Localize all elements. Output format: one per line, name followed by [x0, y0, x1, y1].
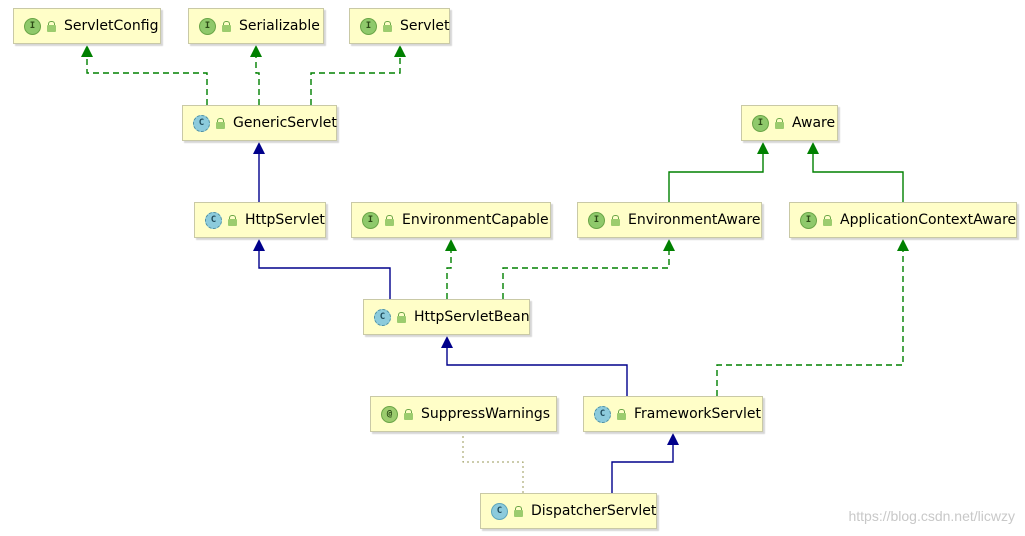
- node-http-servlet-bean[interactable]: C HttpServletBean: [363, 299, 530, 335]
- edge-line: [86, 45, 208, 105]
- abstract-class-icon: C: [594, 405, 611, 423]
- node-label: HttpServletBean: [414, 309, 530, 325]
- edge-line: [812, 142, 904, 202]
- node-framework-servlet[interactable]: C FrameworkServlet: [583, 396, 763, 432]
- lock-icon: [404, 408, 413, 420]
- node-label: FrameworkServlet: [634, 406, 762, 422]
- arrowhead: [897, 239, 909, 251]
- node-label: EnvironmentAware: [628, 212, 761, 228]
- interface-icon: I: [360, 17, 377, 35]
- edge-line: [258, 239, 391, 299]
- edge-layer: [81, 45, 909, 493]
- lock-icon: [617, 408, 626, 420]
- node-servlet-config[interactable]: I ServletConfig: [13, 8, 161, 44]
- node-aware[interactable]: I Aware: [741, 105, 838, 141]
- node-http-servlet[interactable]: C HttpServlet: [194, 202, 326, 238]
- node-serializable[interactable]: I Serializable: [188, 8, 324, 44]
- arrowhead: [81, 45, 93, 57]
- arrowhead: [667, 433, 679, 445]
- edge-line: [611, 433, 674, 493]
- arrowhead: [253, 239, 265, 251]
- interface-icon: I: [752, 114, 769, 132]
- edge-line: [446, 239, 452, 299]
- edge-generic-servlet-to-serializable: [250, 45, 262, 105]
- edge-line: [716, 239, 904, 396]
- node-label: ApplicationContextAware: [840, 212, 1017, 228]
- edge-generic-servlet-to-servlet-config: [81, 45, 208, 105]
- node-label: Serializable: [239, 18, 320, 34]
- class-icon: C: [491, 502, 508, 520]
- lock-icon: [775, 117, 784, 129]
- node-label: SuppressWarnings: [421, 406, 551, 422]
- edge-http-servlet-to-generic-servlet: [253, 142, 265, 202]
- edge-environment-aware-to-aware: [668, 142, 769, 202]
- node-label: DispatcherServlet: [531, 503, 657, 519]
- edge-framework-servlet-to-application-context-aware: [716, 239, 909, 396]
- node-suppress-warnings[interactable]: @ SuppressWarnings: [370, 396, 557, 432]
- node-label: ServletConfig: [64, 18, 159, 34]
- edge-http-servlet-bean-to-http-servlet: [253, 239, 391, 299]
- lock-icon: [47, 20, 56, 32]
- edge-dispatcher-servlet-to-suppress-warnings: [462, 433, 524, 493]
- edge-generic-servlet-to-servlet: [310, 45, 406, 105]
- lock-icon: [222, 20, 231, 32]
- edge-application-context-aware-to-aware: [807, 142, 904, 202]
- abstract-class-icon: C: [193, 114, 210, 132]
- abstract-class-icon: C: [374, 308, 391, 326]
- interface-icon: I: [24, 17, 41, 35]
- node-servlet[interactable]: I Servlet: [349, 8, 450, 44]
- node-dispatcher-servlet[interactable]: C DispatcherServlet: [480, 493, 657, 529]
- lock-icon: [383, 20, 392, 32]
- interface-icon: I: [588, 211, 605, 229]
- edge-framework-servlet-to-http-servlet-bean: [441, 336, 628, 396]
- arrowhead: [757, 142, 769, 154]
- arrowhead: [441, 336, 453, 348]
- arrowhead: [394, 45, 406, 57]
- node-environment-capable[interactable]: I EnvironmentCapable: [351, 202, 551, 238]
- node-label: GenericServlet: [233, 115, 337, 131]
- edge-line: [462, 433, 524, 493]
- edge-line: [446, 336, 628, 396]
- node-application-context-aware[interactable]: I ApplicationContextAware: [789, 202, 1017, 238]
- lock-icon: [514, 505, 523, 517]
- edge-line: [668, 142, 764, 202]
- lock-icon: [385, 214, 394, 226]
- edge-http-servlet-bean-to-environment-capable: [445, 239, 457, 299]
- edge-dispatcher-servlet-to-framework-servlet: [611, 433, 679, 493]
- lock-icon: [228, 214, 237, 226]
- interface-icon: I: [800, 211, 817, 229]
- arrowhead: [807, 142, 819, 154]
- node-label: Servlet: [400, 18, 450, 34]
- node-label: EnvironmentCapable: [402, 212, 549, 228]
- arrowhead: [253, 142, 265, 154]
- lock-icon: [397, 311, 406, 323]
- edge-line: [310, 45, 401, 105]
- node-generic-servlet[interactable]: C GenericServlet: [182, 105, 337, 141]
- node-label: Aware: [792, 115, 836, 131]
- lock-icon: [823, 214, 832, 226]
- watermark: https://blog.csdn.net/licwzy: [848, 508, 1015, 524]
- lock-icon: [216, 117, 225, 129]
- arrowhead: [663, 239, 675, 251]
- arrowhead: [445, 239, 457, 251]
- node-label: HttpServlet: [245, 212, 325, 228]
- lock-icon: [611, 214, 620, 226]
- interface-icon: I: [199, 17, 216, 35]
- abstract-class-icon: C: [205, 211, 222, 229]
- annotation-icon: @: [381, 405, 398, 423]
- interface-icon: I: [362, 211, 379, 229]
- edge-line: [255, 45, 260, 105]
- edge-http-servlet-bean-to-environment-aware: [502, 239, 675, 299]
- edge-line: [502, 239, 670, 299]
- node-environment-aware[interactable]: I EnvironmentAware: [577, 202, 762, 238]
- arrowhead: [250, 45, 262, 57]
